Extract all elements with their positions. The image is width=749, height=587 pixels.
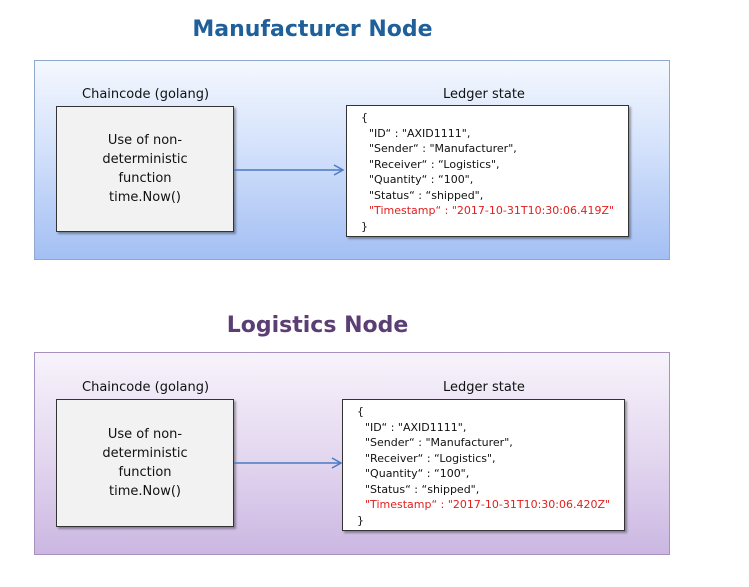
ledger-field-id: "ID“ : "AXID1111", <box>365 420 467 434</box>
manufacturer-chaincode-label: Chaincode (golang) <box>82 87 210 102</box>
ledger-open-brace: { <box>361 111 368 124</box>
ledger-field-quantity: "Quantity“ : “100", <box>365 467 470 480</box>
manufacturer-chaincode-box: Use of non- deterministic function time.… <box>56 106 234 232</box>
ledger-field-receiver: "Receiver“ : “Logistics", <box>369 157 500 171</box>
manufacturer-flow-arrow <box>234 164 345 176</box>
logistics-chaincode-box: Use of non- deterministic function time.… <box>56 399 234 527</box>
ledger-field-status: "Status“ : “shipped", <box>365 482 480 496</box>
chaincode-line: time.Now() <box>109 190 181 205</box>
chaincode-line: Use of non- <box>107 133 183 148</box>
ledger-close-brace: } <box>361 219 368 233</box>
ledger-field-timestamp: "Timestamp“ : "2017-10-31T10:30:06.420Z" <box>365 498 611 511</box>
chaincode-line: deterministic <box>102 152 188 167</box>
ledger-field-sender: "Sender“ : "Manufacturer", <box>365 436 513 449</box>
logistics-chaincode-label: Chaincode (golang) <box>82 380 210 395</box>
logistics-ledger-box: { "ID“ : "AXID1111", "Sender“ : "Manufac… <box>342 399 625 531</box>
chaincode-line: deterministic <box>102 446 188 461</box>
chaincode-line: Use of non- <box>107 427 183 442</box>
logistics-ledger-label: Ledger state <box>443 380 525 395</box>
manufacturer-node-panel: Chaincode (golang) Use of non- determini… <box>34 60 670 260</box>
ledger-close-brace: } <box>357 513 364 527</box>
ledger-field-id: "ID“ : "AXID1111", <box>369 126 471 140</box>
logistics-flow-arrow <box>234 457 343 469</box>
ledger-field-sender: "Sender“ : "Manufacturer", <box>369 142 517 155</box>
ledger-open-brace: { <box>357 405 364 418</box>
chaincode-line: function <box>118 171 172 186</box>
logistics-node-title: Logistics Node <box>226 313 409 338</box>
ledger-field-quantity: "Quantity“ : “100", <box>369 173 474 186</box>
manufacturer-ledger-label: Ledger state <box>443 87 525 102</box>
manufacturer-node-title: Manufacturer Node <box>192 17 433 42</box>
ledger-field-receiver: "Receiver“ : “Logistics", <box>365 451 496 465</box>
manufacturer-ledger-box: { "ID“ : "AXID1111", "Sender“ : "Manufac… <box>346 105 629 237</box>
ledger-field-status: "Status“ : “shipped", <box>369 188 484 202</box>
chaincode-line: time.Now() <box>109 484 181 499</box>
logistics-node-panel: Chaincode (golang) Use of non- determini… <box>34 352 670 555</box>
ledger-field-timestamp: "Timestamp“ : "2017-10-31T10:30:06.419Z" <box>369 204 615 217</box>
chaincode-line: function <box>118 465 172 480</box>
